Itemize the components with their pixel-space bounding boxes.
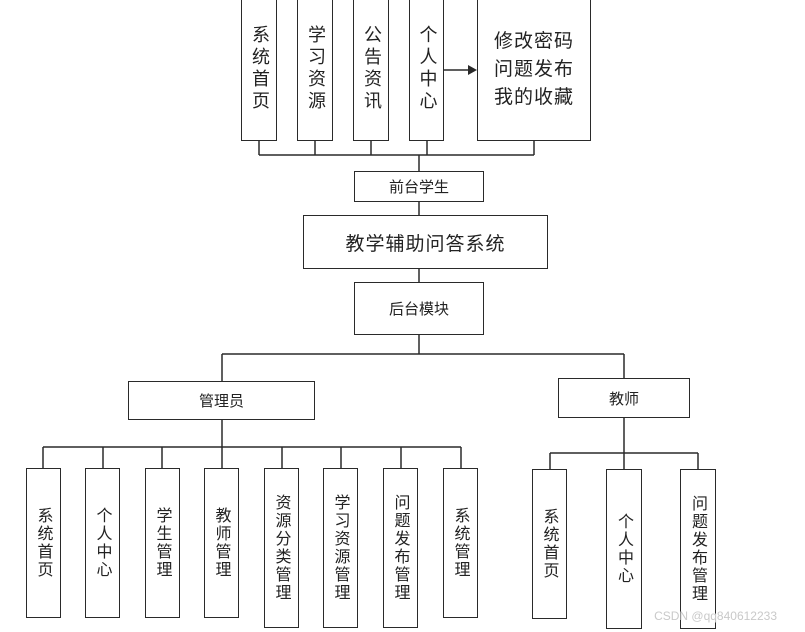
frontend-module-resources: 学习资源 xyxy=(297,0,333,141)
frontend-module-announcements: 公告资讯 xyxy=(353,0,389,141)
teacher-module-home: 系统首页 xyxy=(532,469,567,619)
personal-center-details: 修改密码 问题发布 我的收藏 xyxy=(477,0,591,141)
admin-module-student-management: 学生管理 xyxy=(145,468,180,618)
backend-group-node: 后台模块 xyxy=(354,282,484,335)
frontend-group-node: 前台学生 xyxy=(354,171,484,202)
admin-module-system-management: 系统管理 xyxy=(443,468,478,618)
system-title-node: 教学辅助问答系统 xyxy=(303,215,548,269)
personal-center-item: 问题发布 xyxy=(493,58,574,80)
admin-module-personal-center: 个人中心 xyxy=(85,468,120,618)
arrow-head xyxy=(468,65,477,75)
frontend-module-home: 系统首页 xyxy=(241,0,277,141)
admin-module-resource-category: 资源分类管理 xyxy=(264,468,299,628)
admin-module-teacher-management: 教师管理 xyxy=(204,468,239,618)
personal-center-item: 修改密码 xyxy=(493,30,574,52)
teacher-module-question-management: 问题发布管理 xyxy=(680,469,716,629)
watermark: CSDN @qq840612233 xyxy=(654,609,777,623)
teacher-module-personal-center: 个人中心 xyxy=(606,469,642,629)
admin-module-home: 系统首页 xyxy=(26,468,61,618)
personal-center-item: 我的收藏 xyxy=(493,86,574,108)
admin-role-node: 管理员 xyxy=(128,381,315,420)
frontend-module-personal-center: 个人中心 xyxy=(409,0,444,141)
admin-module-learning-resources: 学习资源管理 xyxy=(323,468,358,628)
teacher-role-node: 教师 xyxy=(558,378,690,418)
admin-module-question-management: 问题发布管理 xyxy=(383,468,418,628)
